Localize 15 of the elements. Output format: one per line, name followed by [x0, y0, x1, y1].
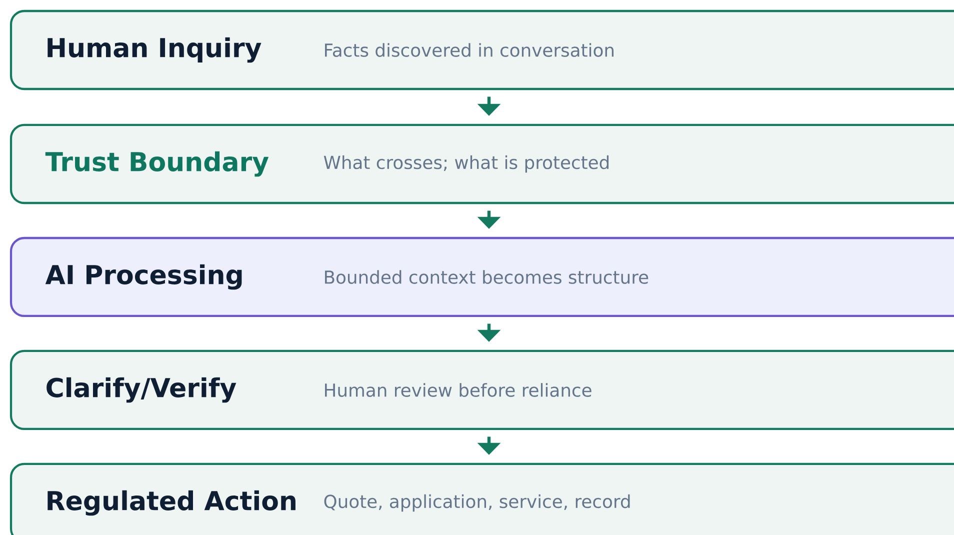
stage-title: Regulated Action — [48, 490, 296, 516]
stage-description: Human review before reliance — [325, 383, 592, 397]
process-box — [10, 10, 954, 90]
stage-description: What crosses; what is protected — [324, 155, 609, 173]
process-box — [10, 462, 954, 535]
process-box — [10, 350, 954, 430]
process-box — [10, 124, 954, 204]
process-box — [10, 236, 954, 318]
stage-description: Bounded context becomes structure — [325, 270, 648, 284]
stage-title: Human Inquiry — [48, 37, 262, 63]
stage-description: Quote, application, service, record — [324, 494, 630, 512]
stage-description: Facts discovered in conversation — [325, 43, 614, 57]
stage-title: AI Processing — [45, 264, 242, 290]
stage-title: Clarify/Verify — [46, 377, 236, 403]
stage-title: Trust Boundary — [45, 151, 269, 177]
